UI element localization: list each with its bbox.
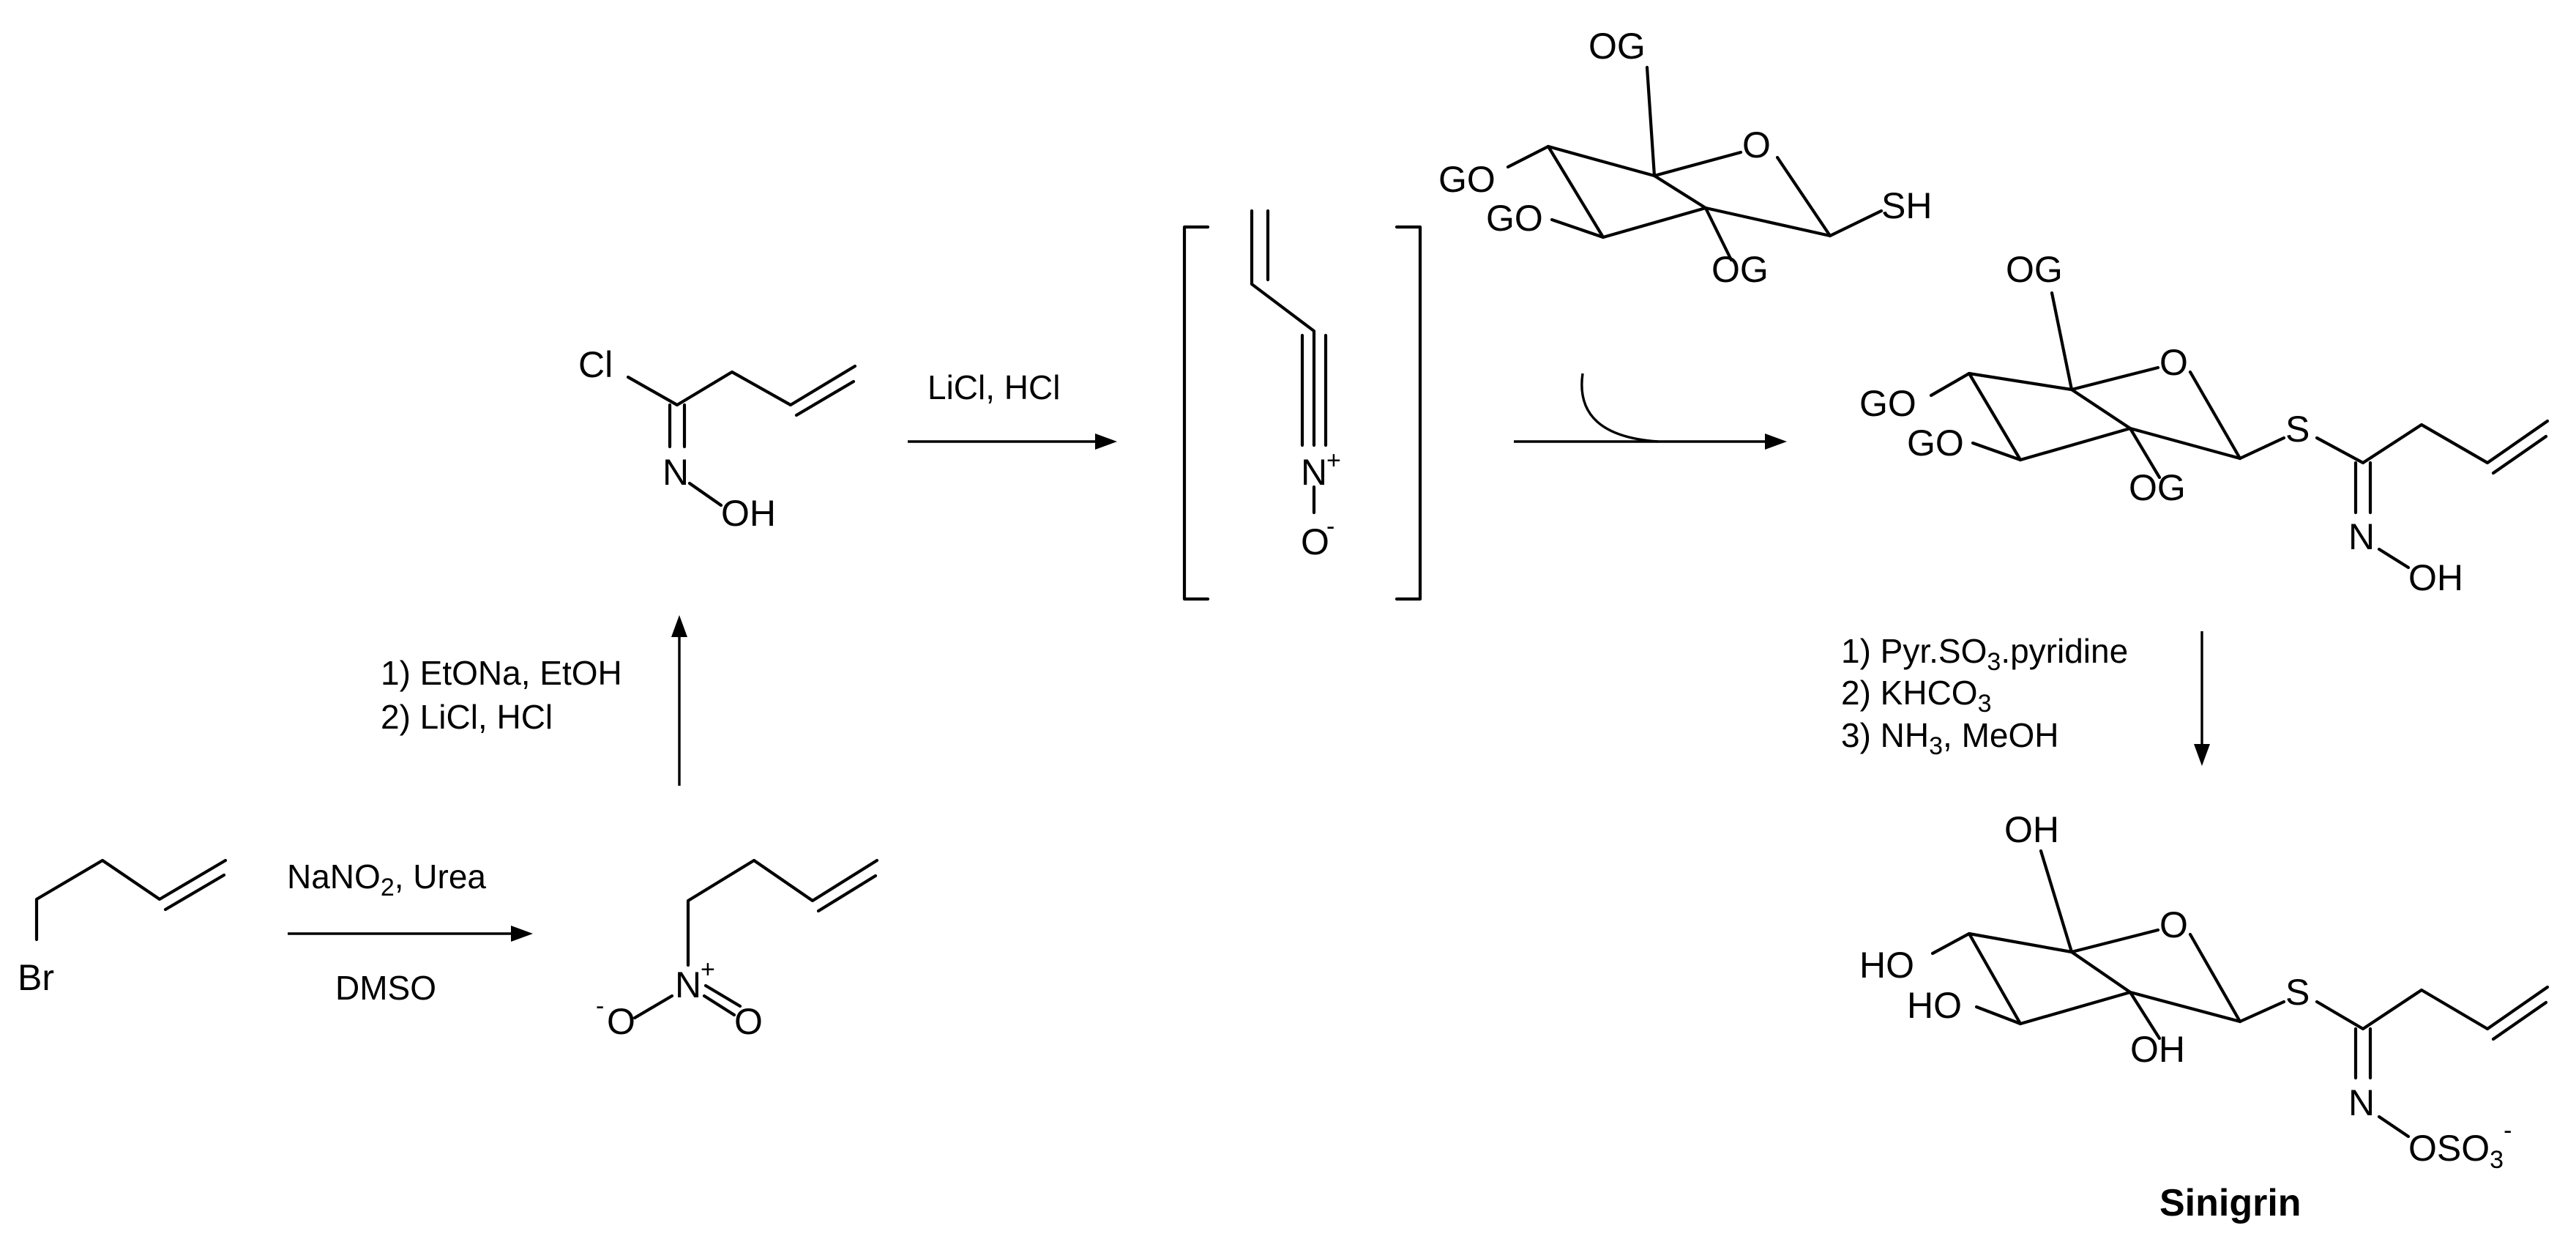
atom-cl: Cl [578,344,613,385]
atom-ho-c3: HO [1907,985,1962,1026]
reagent-nano2-urea: NaNO2, Urea [287,857,486,901]
sinigrin-structure: OH O HO HO OH S N OSO3- [1859,809,2550,1174]
atom-oh-b: OH [2408,557,2463,598]
reagent-step5-line3: 3) NH3, MeOH [1841,716,2059,760]
atom-ho-c4: HO [1859,945,1914,986]
atom-oso3-sinigrin: OSO3- [2408,1117,2512,1174]
atom-o-minus-nitro: O [607,1001,635,1042]
reaction-arrow-1 [288,926,533,942]
atom-n-nitro: N [675,964,701,1005]
atom-og-c6-b: OG [2006,249,2063,290]
atom-og-c2: OG [1711,249,1769,290]
nitrobutene-structure: N + O - O [596,858,879,1042]
reagent-step2-line2: 2) LiCl, HCl [381,698,553,736]
reaction-arrow-4 [1514,373,1787,450]
reaction-arrow-5 [2194,631,2210,766]
atom-go-c4-b: GO [1859,383,1916,424]
atom-og-c6: OG [1588,26,1646,67]
atom-o-nitro: O [734,1001,763,1042]
atom-oh-c2: OH [2130,1029,2185,1070]
nitrile-oxide-intermediate: N + O - [1182,209,1422,601]
product-name-sinigrin: Sinigrin [2159,1182,2301,1224]
atom-o-ring-b: O [2159,342,2188,383]
atom-o-ring-sinigrin: O [2159,904,2188,945]
reagent-dmso: DMSO [335,969,436,1007]
atom-oh-oxime: OH [721,493,776,534]
reaction-arrow-3 [908,434,1117,450]
atom-go-c4: GO [1438,159,1496,200]
bromobutene-structure: Br [18,858,228,998]
reagent-licl-hcl: LiCl, HCl [927,368,1060,406]
atom-s-sinigrin: S [2285,972,2310,1013]
charge-plus-nitro: + [701,956,715,983]
atom-go-c3: GO [1486,198,1543,239]
atom-n-nitrile-oxide: N [1301,452,1327,493]
charge-plus-nitrile-oxide: + [1326,447,1341,475]
reaction-arrow-2 [671,615,687,786]
atom-o-nitrile-oxide: O [1301,521,1329,562]
atom-o-ring: O [1742,124,1771,165]
atom-n-sinigrin: N [2348,1082,2375,1123]
reagent-step5-line2: 2) KHCO3 [1841,674,1992,718]
hydroximoyl-chloride-structure: Cl N OH [578,344,857,534]
atom-oh-c6: OH [2004,809,2059,850]
charge-minus-nitrile-oxide: - [1326,513,1334,540]
charge-minus-nitro: - [596,992,604,1020]
atom-sh: SH [1881,185,1932,226]
reagent-step5-line1: 1) Pyr.SO3.pyridine [1841,632,2128,676]
atom-go-c3-b: GO [1907,423,1964,464]
atom-n-oxime: N [662,452,689,493]
atom-s-b: S [2285,409,2310,450]
protected-thiohydroximate-structure: OG O GO GO OG S N OH [1859,249,2550,598]
atom-n-b: N [2348,516,2375,557]
atom-br: Br [18,957,54,998]
reagent-step2-line1: 1) EtONa, EtOH [381,654,622,692]
protected-thioglucose-structure: OG O GO GO OG SH [1438,26,1932,290]
atom-og-c2-b: OG [2129,467,2186,508]
